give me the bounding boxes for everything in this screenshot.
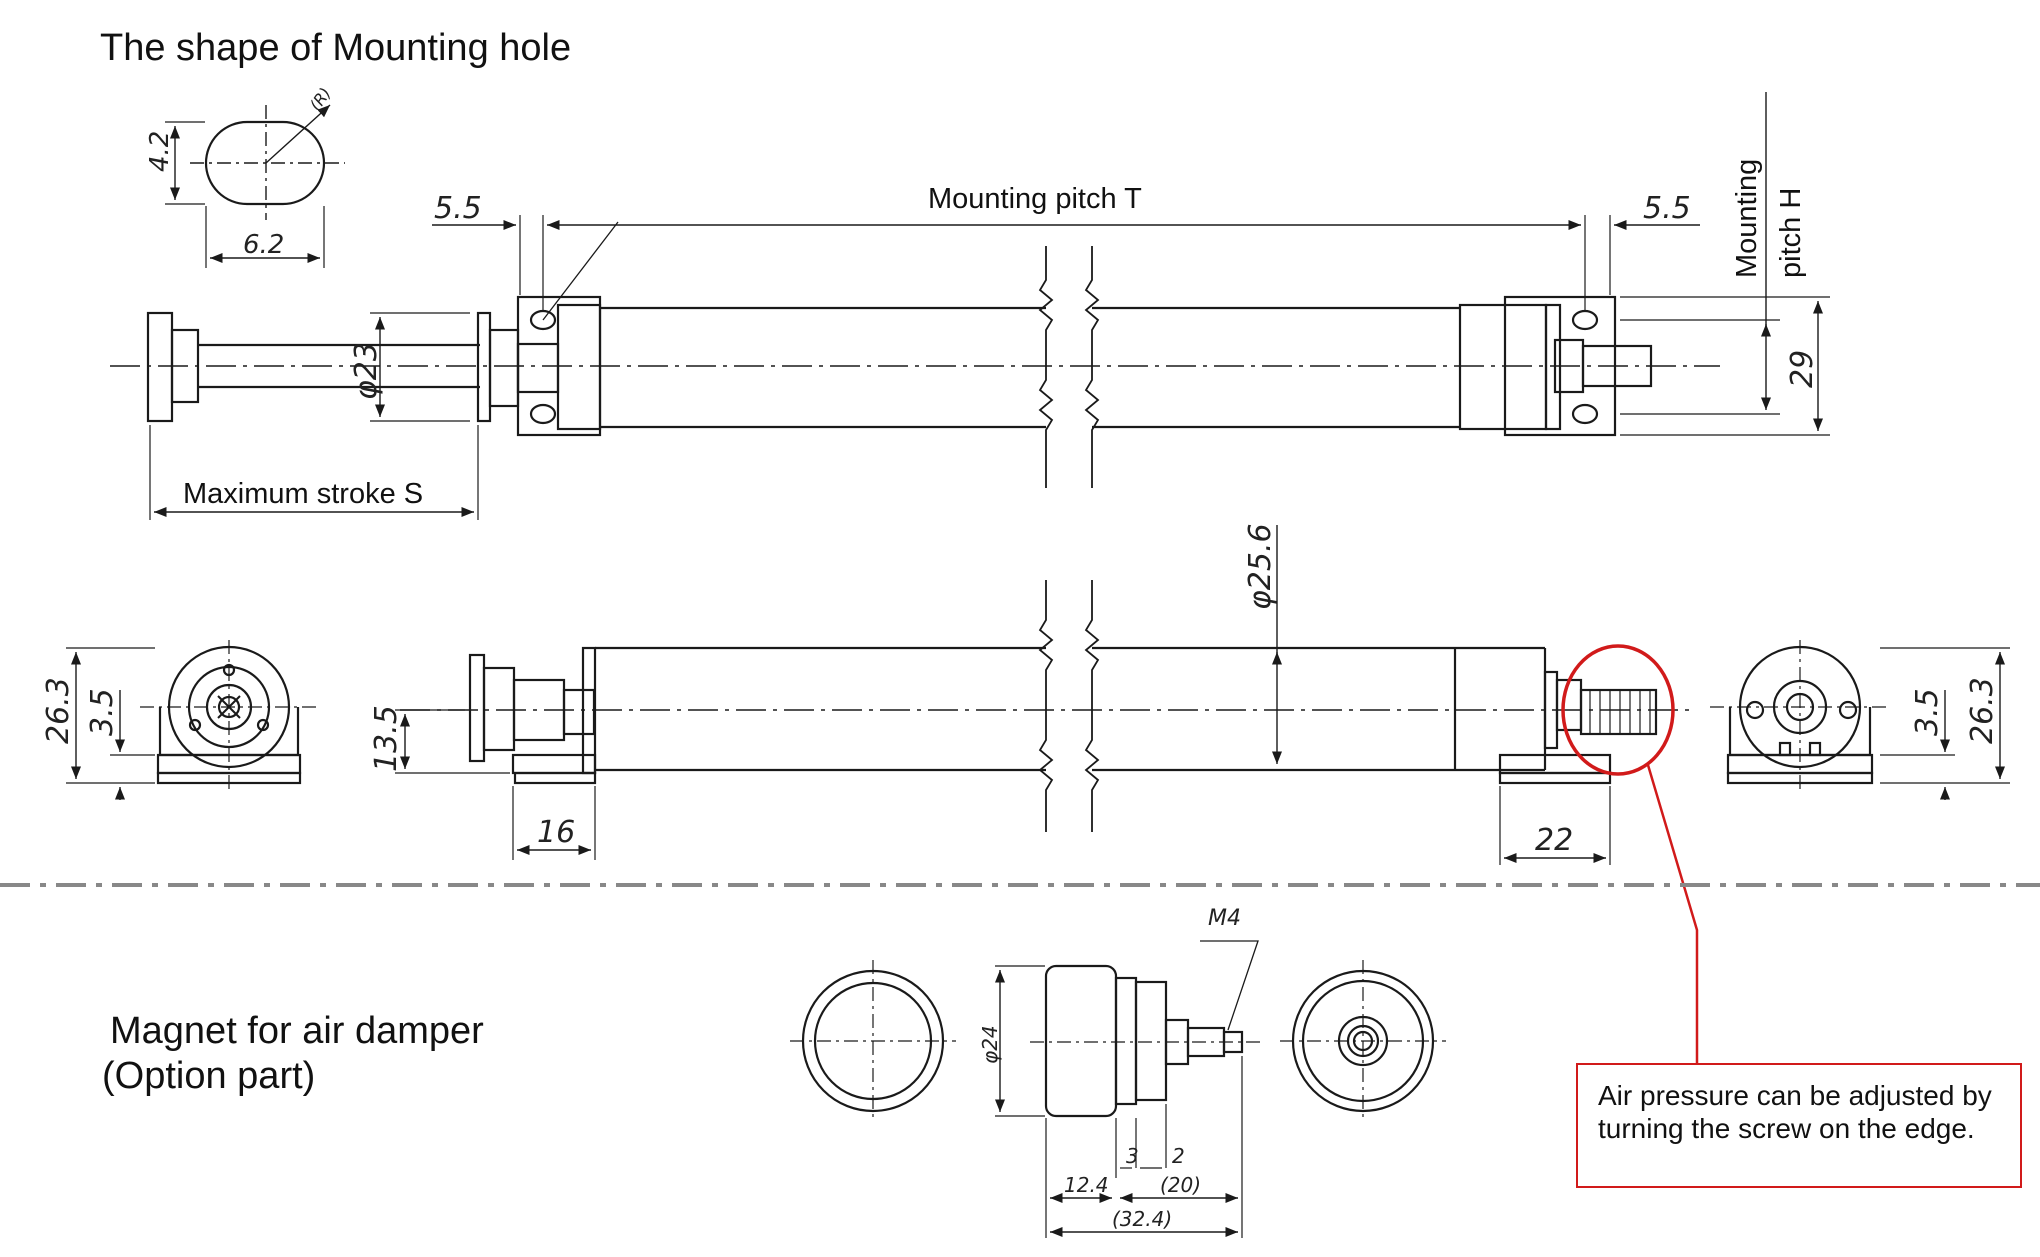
m4-thread-label: M4 <box>1208 906 1241 931</box>
left-height-inner-dim: 3.5 <box>85 688 120 736</box>
right-offset-dim: 5.5 <box>1643 191 1691 226</box>
maximum-stroke-label: Maximum stroke S <box>183 478 423 510</box>
mounting-pitch-t-label: Mounting pitch T <box>928 183 1142 215</box>
axis-height-dim: 13.5 <box>369 705 404 772</box>
height-29-dim: 29 <box>1785 350 1820 388</box>
magnet-20-dim: (20) <box>1160 1173 1201 1197</box>
left-height-total-dim: 26.3 <box>41 677 76 744</box>
adjust-screw-front <box>1579 688 1658 736</box>
magnet-3-dim: 3 <box>1126 1144 1139 1168</box>
magnet-views <box>790 940 1446 1238</box>
magnet-2-dim: 2 <box>1172 1144 1185 1168</box>
mounting-pitch-h-label-2: pitch H <box>1775 188 1807 278</box>
mounting-hole-title: The shape of Mounting hole <box>100 27 571 69</box>
mounting-pitch-h-label-1: Mounting <box>1731 159 1763 278</box>
callout-box: Air pressure can be adjusted by turning … <box>1576 1063 2022 1188</box>
right-flange-dim: 22 <box>1535 823 1573 858</box>
left-flange-dim: 16 <box>537 815 575 850</box>
hole-radius-dim: (R) <box>306 84 335 114</box>
right-height-inner-dim: 3.5 <box>1910 688 1945 736</box>
magnet-subtitle: (Option part) <box>102 1055 315 1097</box>
slot-hole-shape <box>204 120 326 206</box>
top-view-cylinder <box>110 92 1830 520</box>
left-offset-dim: 5.5 <box>434 191 482 226</box>
screw-highlight-circle <box>1561 644 1675 776</box>
adjust-screw-top <box>1581 344 1653 388</box>
magnet-12-4-dim: 12.4 <box>1064 1173 1109 1197</box>
front-view-cylinder <box>66 525 2010 865</box>
rod-diameter-dim: φ23 <box>349 342 384 400</box>
hole-height-dim: 4.2 <box>145 131 175 172</box>
right-height-total-dim: 26.3 <box>1965 677 2000 744</box>
mounting-hole-view <box>165 104 345 268</box>
callout-leader-line <box>1646 764 1699 1063</box>
body-diameter-dim: φ25.6 <box>1243 523 1278 610</box>
magnet-body-side <box>1044 964 1118 1118</box>
rod-end-plate <box>146 311 174 423</box>
callout-text: Air pressure can be adjusted by turning … <box>1598 1080 1992 1144</box>
hole-width-dim: 6.2 <box>243 230 284 260</box>
magnet-diameter-dim: φ24 <box>978 1025 1002 1064</box>
right-bracket-top <box>1503 295 1617 437</box>
magnet-title: Magnet for air damper <box>110 1010 484 1052</box>
magnet-32-4-dim: (32.4) <box>1112 1207 1172 1231</box>
